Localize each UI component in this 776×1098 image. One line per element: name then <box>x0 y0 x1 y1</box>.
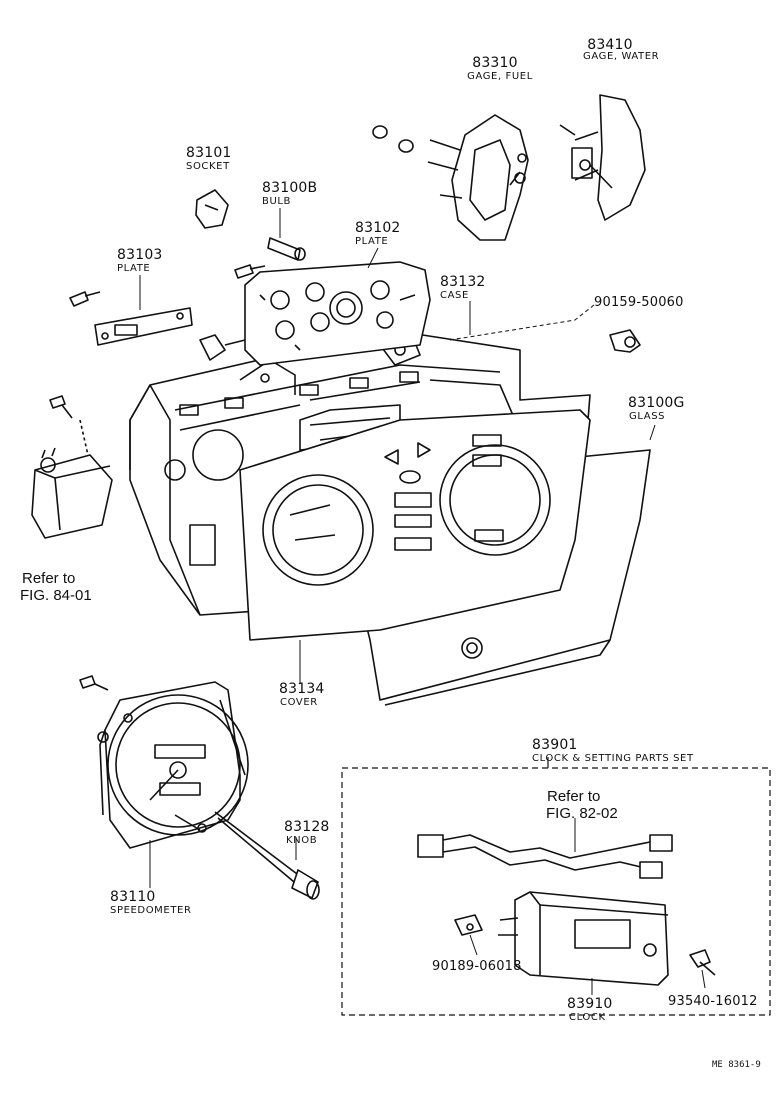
part-number-83100G: 83100G <box>628 395 685 411</box>
part-number-83410: 83410 <box>587 37 633 53</box>
part-number-83910: 83910 <box>567 996 613 1012</box>
fuel-gage <box>427 114 529 241</box>
part-name-83103: PLATE <box>117 263 151 274</box>
part-number-83132: 83132 <box>440 274 486 290</box>
socket-bulb <box>195 125 414 261</box>
part-number-83100B: 83100B <box>262 180 318 196</box>
refer-fig-84-01-line1: Refer to <box>22 570 76 587</box>
water-gage <box>559 94 646 221</box>
part-name-83901: CLOCK & SETTING PARTS SET <box>532 753 694 764</box>
part-number-83128: 83128 <box>284 819 330 835</box>
relay-unit <box>31 419 113 539</box>
clock-unit <box>498 891 669 986</box>
part-number-83103: 83103 <box>117 247 163 263</box>
part-name-83100B: BULB <box>262 196 292 207</box>
refer-fig-82-02-line1: Refer to <box>547 788 601 805</box>
speedometer <box>79 675 249 849</box>
part-number-90159-50060: 90159-50060 <box>594 295 684 310</box>
part-name-83101: SOCKET <box>186 161 230 172</box>
part-number-83901: 83901 <box>532 737 578 753</box>
part-name-83102: PLATE <box>355 236 389 247</box>
part-number-83310: 83310 <box>472 55 518 71</box>
clock-screw <box>689 949 716 976</box>
part-name-83110: SPEEDOMETER <box>110 905 192 916</box>
part-name-83134: COVER <box>280 697 318 708</box>
part-name-83100G: GLASS <box>629 411 666 422</box>
part-name-83132: CASE <box>440 290 469 301</box>
wiring-stub <box>199 334 246 361</box>
part-name-83310: GAGE, FUEL <box>467 71 533 82</box>
knob <box>214 811 320 900</box>
part-number-83101: 83101 <box>186 145 232 161</box>
refer-fig-82-02-line2: FIG. 82-02 <box>546 805 618 822</box>
part-name-83910: CLOCK <box>569 1012 606 1023</box>
part-number-83102: 83102 <box>355 220 401 236</box>
leader-lines <box>139 208 706 995</box>
part-name-83128: KNOB <box>286 835 318 846</box>
clock-set-box <box>341 757 771 1016</box>
part-number-93540-16012: 93540-16012 <box>668 994 758 1009</box>
clock-harness <box>417 834 673 879</box>
printed-plate <box>244 261 431 366</box>
cover <box>239 409 591 641</box>
refer-fig-84-01-line2: FIG. 84-01 <box>20 587 92 604</box>
part-number-90189-06018: 90189-06018 <box>432 959 522 974</box>
small-plate <box>94 307 193 346</box>
screws-top <box>49 264 641 419</box>
part-number-83110: 83110 <box>110 889 156 905</box>
part-name-83410: GAGE, WATER <box>583 51 660 62</box>
part-number-83134: 83134 <box>279 681 325 697</box>
drawing-code: ME 8361-9 <box>712 1060 761 1070</box>
clip <box>454 914 483 936</box>
